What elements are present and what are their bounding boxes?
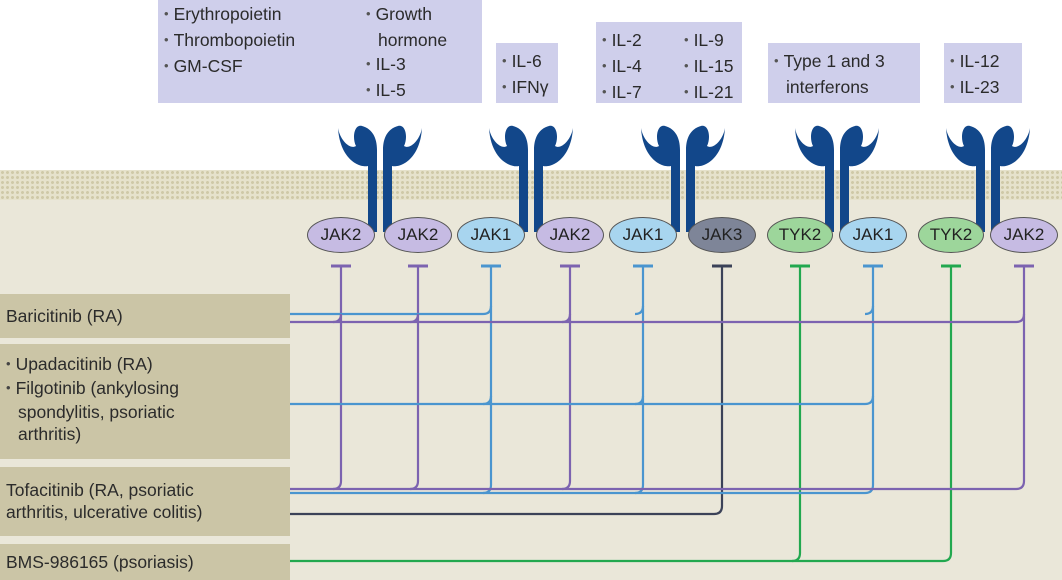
inhibition-connector	[409, 266, 420, 491]
drug-junction	[482, 305, 493, 316]
drug-label: BMS-986165 (psoriasis)	[6, 552, 194, 572]
cytokine-item: IL-7	[602, 80, 642, 106]
cytokine-box: IL-6IFNγ	[496, 43, 558, 103]
jak-jak1: JAK1	[457, 217, 525, 253]
jak-tyk2: TYK2	[767, 217, 833, 253]
cytokine-column: IL-6IFNγ	[502, 49, 549, 101]
cytokine-receptor	[489, 125, 573, 232]
drug-label: Upadacitinib (RA)	[6, 353, 290, 377]
drug-label: arthritis, ulcerative colitis)	[6, 502, 203, 522]
jak-tyk2: TYK2	[918, 217, 984, 253]
cytokine-column: IL-2IL-4IL-7	[602, 28, 642, 106]
drug-label: Baricitinib (RA)	[6, 306, 123, 326]
cytokine-item: Growth	[366, 2, 447, 28]
inhibition-connector	[561, 266, 572, 491]
jak-jak2: JAK2	[536, 217, 604, 253]
inhibition-connector	[942, 266, 953, 563]
drug-junction	[864, 305, 875, 316]
cytokine-item: IL-12	[950, 49, 1000, 75]
drug-junction	[561, 313, 572, 324]
cytokine-item: GM-CSF	[164, 54, 295, 80]
inhibition-connector	[482, 266, 493, 495]
drug-label: spondylitis, psoriatic	[18, 402, 175, 422]
cytokine-receptor	[946, 125, 1030, 232]
cytokine-column: IL-12IL-23	[950, 49, 1000, 101]
jak-jak3: JAK3	[688, 217, 756, 253]
cytokine-column: GrowthhormoneIL-3IL-5	[366, 2, 448, 104]
cytokine-receptor	[338, 125, 422, 232]
drug-junction	[332, 313, 343, 324]
drug-junction	[634, 305, 645, 316]
cytokine-item: IL-9	[684, 28, 733, 54]
cytokine-item: Thrombopoietin	[164, 28, 296, 54]
drug-junction	[482, 395, 493, 406]
cytokine-item: IL-4	[602, 54, 642, 80]
inhibition-connector	[1015, 266, 1026, 491]
inhibition-connector	[791, 266, 802, 563]
drug-box: Upadacitinib (RA)Filgotinib (ankylosings…	[0, 344, 290, 459]
cytokine-item: IL-3	[366, 52, 447, 78]
cytokine-item: IL-6	[502, 49, 549, 75]
inhibition-connector	[713, 266, 724, 516]
cytokine-item: Type 1 and 3	[774, 49, 885, 75]
drug-junction	[634, 395, 645, 406]
cytokine-box: IL-2IL-4IL-7 IL-9IL-15IL-21	[596, 22, 742, 103]
cytokine-box: ErythropoietinThrombopoietinGM-CSF Growth…	[158, 0, 482, 103]
drug-junction	[1015, 313, 1026, 324]
jak-jak1: JAK1	[839, 217, 907, 253]
drug-box: Baricitinib (RA)	[0, 294, 290, 338]
cytokine-item: IL-23	[950, 75, 1000, 101]
cytokine-receptor	[641, 125, 725, 232]
inhibition-connector	[634, 266, 645, 495]
cytokine-column: IL-9IL-15IL-21	[684, 28, 734, 106]
jak-jak2: JAK2	[307, 217, 375, 253]
jak-jak2: JAK2	[384, 217, 452, 253]
cytokine-item: IL-2	[602, 28, 642, 54]
cytokine-item: interferons	[786, 77, 869, 97]
cytokine-column: ErythropoietinThrombopoietinGM-CSF	[164, 2, 296, 80]
cytokine-item: IL-15	[684, 54, 734, 80]
jak-jak2: JAK2	[990, 217, 1058, 253]
cytokine-item: hormone	[378, 30, 448, 50]
cell-membrane	[0, 170, 1062, 200]
drug-label: arthritis)	[18, 424, 82, 444]
cytokine-item: IL-21	[684, 80, 734, 106]
cytokine-item: IL-5	[366, 78, 447, 104]
drug-label: Filgotinib (ankylosing	[6, 377, 290, 401]
drug-label: Tofacitinib (RA, psoriatic	[6, 480, 194, 500]
drug-box: BMS-986165 (psoriasis)	[0, 544, 290, 580]
cytokine-item: Erythropoietin	[164, 2, 295, 28]
cytokine-box: IL-12IL-23	[944, 43, 1022, 103]
cytokine-receptor	[795, 125, 879, 232]
drug-junction	[409, 313, 420, 324]
jak-jak1: JAK1	[609, 217, 677, 253]
cytokine-item: IFNγ	[502, 75, 549, 101]
inhibition-connector	[864, 266, 875, 495]
drug-junction	[864, 395, 875, 406]
inhibition-connector	[332, 266, 343, 491]
